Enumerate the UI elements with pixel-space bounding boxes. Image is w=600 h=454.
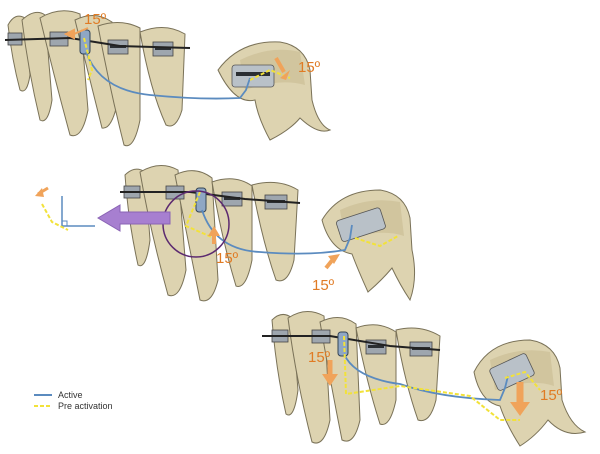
panel-3-angle-top: 15º — [308, 349, 331, 366]
legend: Active Pre activation — [34, 390, 113, 411]
panel-3-angle-bottom: 15º — [540, 387, 563, 404]
panel-3-brackets — [271, 329, 433, 357]
panel-1: 15º 15º — [4, 10, 332, 147]
panel-1-arrow-molar — [274, 57, 286, 73]
panel-1-active-wire — [85, 51, 251, 100]
panel-2-purple-arrow — [97, 204, 171, 232]
panel-2-inset — [35, 186, 95, 231]
panel-1-arrow-anterior — [63, 27, 89, 40]
panel-3-archwire — [262, 335, 441, 351]
panel-1-pre-wire — [83, 37, 94, 81]
legend-active-label: Active — [58, 390, 83, 400]
panel-2-angle-top: 15º — [216, 250, 239, 267]
panel-3-pre-wire — [343, 335, 520, 421]
panel-3-molar — [473, 339, 587, 447]
legend-pre-label: Pre activation — [58, 401, 113, 411]
panel-3-anterior-teeth — [271, 311, 441, 444]
panel-1-spring — [79, 29, 91, 55]
panel-2-archwire — [120, 191, 301, 204]
panel-1-molar — [217, 41, 332, 141]
panel-2-angle-bottom: 15º — [312, 277, 335, 294]
panel-2-pre-wire — [184, 191, 215, 239]
panel-1-archwire — [4, 36, 191, 49]
panel-1-angle-bottom: 15º — [298, 59, 321, 76]
panel-2: 15º 15º — [35, 165, 416, 302]
panel-3: 15º 15º — [262, 311, 587, 447]
panel-1-angle-top: 15º — [84, 11, 107, 28]
panel-2-molar — [321, 189, 416, 302]
panel-3-spring — [337, 331, 349, 357]
panel-1-anterior-teeth — [7, 10, 186, 147]
